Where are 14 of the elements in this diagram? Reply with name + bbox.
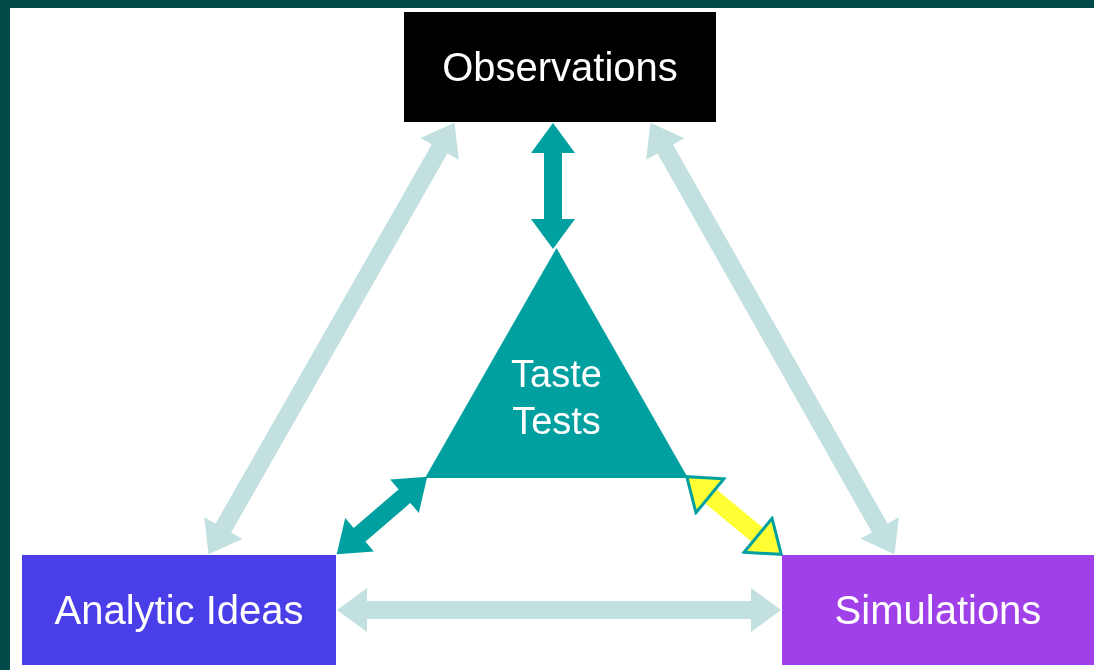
- double-arrow: [204, 122, 459, 555]
- taste-tests-triangle: [425, 248, 688, 478]
- double-arrow: [337, 588, 781, 632]
- observations-box: [404, 12, 716, 122]
- simulations-box: [782, 555, 1094, 665]
- double-arrow: [646, 122, 899, 555]
- node-label: Observations: [442, 44, 678, 91]
- node-label: Taste Tests: [510, 351, 603, 444]
- double-arrow: [336, 476, 428, 555]
- node-label: Analytic Ideas: [54, 587, 304, 634]
- analytic-ideas-box: [22, 555, 336, 665]
- node-label: Simulations: [834, 587, 1042, 634]
- double-arrow: [685, 475, 783, 556]
- double-arrow: [531, 123, 575, 249]
